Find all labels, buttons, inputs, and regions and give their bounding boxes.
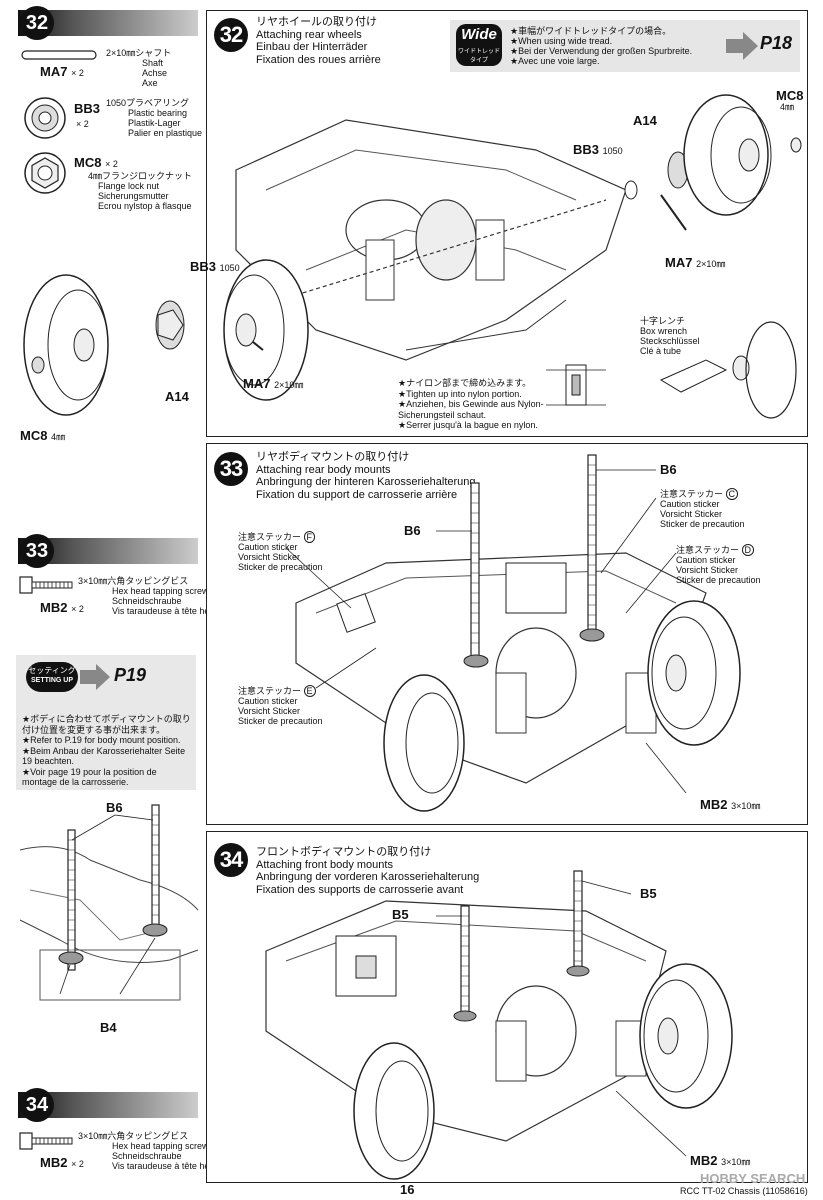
sticker-d-label: 注意ステッカー D Caution sticker Vorsicht Stick… [676, 544, 761, 585]
sticker-e-label: 注意ステッカー E Caution sticker Vorsicht Stick… [238, 685, 323, 726]
mb2-34-label: MB2 3×10㎜ [690, 1153, 751, 1168]
bb3-top-label: BB3 1050 [573, 142, 623, 157]
ma7-desc: 2×10㎜シャフト Shaft Achse Axe [106, 48, 172, 88]
wide-badge: Wide ワイドトレッドタイプ [456, 24, 502, 66]
model-name: RCC TT-02 Chassis (11058616) [680, 1186, 808, 1196]
bearing-part-illustration [24, 97, 66, 139]
setting-b4-label: B4 [100, 1020, 117, 1035]
step-number: 32 [20, 6, 54, 40]
mc8-top-size: 4㎜ [780, 102, 795, 112]
parts-header-32: 32 [18, 6, 198, 40]
setting-b6-label: B6 [106, 800, 123, 815]
a14-top-label: A14 [633, 113, 657, 128]
rear-wheel-assembly-illustration [223, 94, 802, 419]
bb3-desc: 1050プラベアリング Plastic bearing Plastik-Lage… [106, 98, 203, 138]
bb3-label: BB3 [74, 101, 101, 116]
b6-left-label: B6 [404, 523, 421, 538]
front-body-mount-illustration [265, 870, 733, 1180]
bb3-qty: × 2 [76, 119, 89, 129]
step-number: 33 [20, 534, 54, 568]
setting-notes: ★ボディに合わせてボディマウントの取り付け位置を変更する事が出来ます。 ★Ref… [22, 714, 191, 787]
step-32-title: リヤホイールの取り付け Attaching rear wheels Einbau… [256, 16, 381, 66]
mb2-33-label: MB2 3×10㎜ [700, 797, 761, 812]
b6-right-label: B6 [660, 462, 677, 477]
wide-tread-notes: ★車幅がワイドトレッドタイプの場合。 ★When using wide trea… [510, 26, 693, 66]
b5-right-label: B5 [640, 886, 657, 901]
step-33-title: リヤボディマウントの取り付け Attaching rear body mount… [256, 451, 476, 501]
mb2-label-33: MB2 × 2 [40, 600, 84, 615]
mb2-desc-34: 3×10㎜六角タッピングビス Hex head tapping screw Sc… [78, 1131, 246, 1171]
rear-left-wheel-illustration [23, 274, 264, 416]
watermark: HOBBY SEARCH [700, 1171, 806, 1186]
step-32-number: 32 [214, 18, 248, 52]
sticker-c-label: 注意ステッカー C Caution sticker Vorsicht Stick… [660, 488, 745, 529]
screw-part-illustration [19, 1132, 73, 1150]
bb3-left-label: BB3 1050 [190, 259, 240, 274]
rear-body-mount-illustration [285, 454, 741, 812]
setting-page-ref: P19 [114, 665, 147, 685]
ma7-top-label: MA7 2×10㎜ [665, 255, 726, 270]
nylon-note: ★ナイロン部まで締め込みます。 ★Tighten up into nylon p… [398, 378, 544, 430]
wide-page-ref: P18 [760, 33, 793, 53]
mb2-desc-33: 3×10㎜六角タッピングビス Hex head tapping screw Sc… [78, 576, 246, 616]
a14-left-label: A14 [165, 389, 189, 404]
mc8-left-label: MC8 4㎜ [20, 428, 66, 443]
locknut-part-illustration [24, 152, 66, 194]
mb2-label-34: MB2 × 2 [40, 1155, 84, 1170]
screw-part-illustration [19, 576, 73, 594]
mc8-desc: 4㎜フランジロックナット Flange lock nut Sicherungsm… [88, 171, 193, 211]
sticker-f-label: 注意ステッカー F Caution sticker Vorsicht Stick… [238, 531, 323, 572]
parts-header-33: 33 [18, 534, 198, 568]
mc8-label: MC8 × 2 [74, 155, 118, 170]
arrow-right-icon [80, 664, 110, 690]
mc8-top-label: MC8 [776, 88, 804, 103]
parts-header-34: 34 [18, 1088, 198, 1122]
box-wrench-label: 十字レンチ Box wrench Steckschlüssel Clé à tu… [640, 316, 700, 356]
step-33-number: 33 [214, 452, 248, 486]
ma7-left-label: MA7 2×10㎜ [243, 376, 304, 391]
b5-left-label: B5 [392, 907, 409, 922]
shaft-part-illustration [21, 50, 97, 60]
arrow-right-icon [726, 32, 758, 60]
ma7-label: MA7 × 2 [40, 64, 84, 79]
setting-badge: セッティング SETTING UP [26, 662, 78, 692]
step-number: 34 [20, 1088, 54, 1122]
page-number: 16 [400, 1182, 415, 1197]
body-mount-detail-illustration [19, 804, 199, 1001]
step-34-number: 34 [214, 843, 248, 877]
step-34-title: フロントボディマウントの取り付け Attaching front body mo… [256, 846, 480, 896]
